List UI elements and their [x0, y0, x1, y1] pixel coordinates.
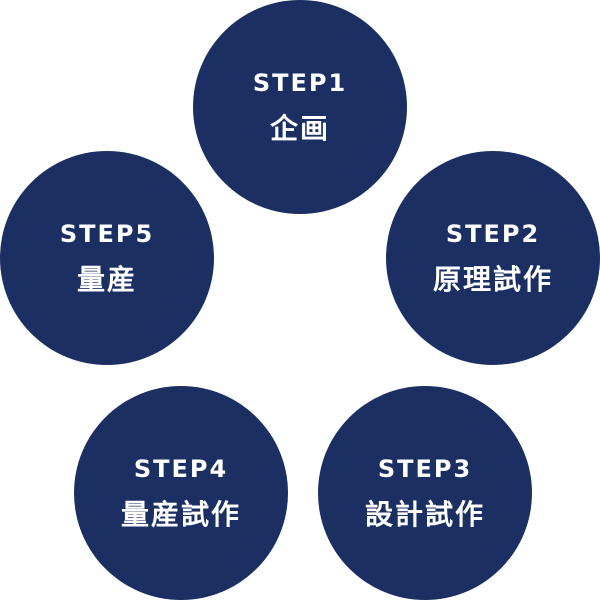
step-1-name: 企画 — [269, 112, 330, 145]
step-3-name: 設計試作 — [364, 498, 485, 531]
step-3-circle: STEP3 設計試作 — [318, 386, 532, 600]
step-1-circle: STEP1 企画 — [193, 0, 407, 214]
step-5-circle: STEP5 量産 — [0, 151, 214, 365]
step-2-name: 原理試作 — [432, 263, 553, 296]
step-2-circle: STEP2 原理試作 — [386, 151, 600, 365]
step-5-name: 量産 — [76, 263, 137, 296]
step-4-name: 量産試作 — [120, 498, 241, 531]
step-3-label: STEP3 — [377, 455, 473, 483]
step-5-label: STEP5 — [59, 220, 155, 248]
step-4-label: STEP4 — [133, 455, 229, 483]
step-2-label: STEP2 — [445, 220, 541, 248]
step-4-circle: STEP4 量産試作 — [74, 386, 288, 600]
step-1-label: STEP1 — [252, 69, 348, 97]
